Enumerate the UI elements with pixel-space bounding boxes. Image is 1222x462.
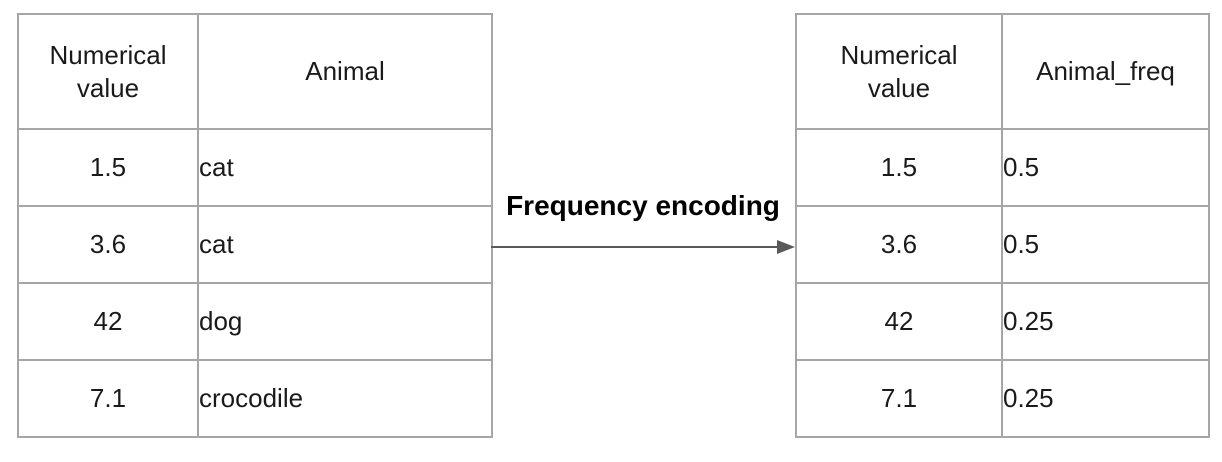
encoded-col-header-animal-freq: Animal_freq	[1001, 13, 1210, 130]
encoded-cell-numerical: 3.6	[795, 205, 1003, 284]
source-table: Numerical value Animal 1.5 cat 3.6 cat 4…	[17, 13, 493, 438]
source-cell-animal: cat	[197, 128, 493, 207]
arrow-label: Frequency encoding	[506, 190, 780, 221]
source-cell-numerical: 42	[17, 282, 199, 361]
encoded-cell-numerical: 7.1	[795, 359, 1003, 438]
source-table-header-row: Numerical value Animal	[17, 13, 493, 130]
table-row: 3.6 0.5	[795, 205, 1210, 284]
flow-arrow: Frequency encoding	[491, 190, 795, 260]
table-row: 7.1 crocodile	[17, 359, 493, 438]
encoded-table-header-row: Numerical value Animal_freq	[795, 13, 1210, 130]
source-col-header-animal: Animal	[197, 13, 493, 130]
encoded-cell-freq: 0.5	[1001, 128, 1210, 207]
encoded-cell-numerical: 42	[795, 282, 1003, 361]
source-cell-numerical: 7.1	[17, 359, 199, 438]
table-row: 7.1 0.25	[795, 359, 1210, 438]
source-cell-numerical: 1.5	[17, 128, 199, 207]
table-row: 42 0.25	[795, 282, 1210, 361]
encoded-cell-freq: 0.5	[1001, 205, 1210, 284]
source-cell-numerical: 3.6	[17, 205, 199, 284]
encoded-cell-numerical: 1.5	[795, 128, 1003, 207]
source-cell-animal: cat	[197, 205, 493, 284]
encoded-table: Numerical value Animal_freq 1.5 0.5 3.6 …	[795, 13, 1210, 438]
arrow-right-icon	[777, 240, 795, 254]
table-row: 3.6 cat	[17, 205, 493, 284]
encoded-cell-freq: 0.25	[1001, 359, 1210, 438]
table-row: 42 dog	[17, 282, 493, 361]
arrow-line	[491, 246, 778, 248]
encoded-col-header-numerical-value: Numerical value	[795, 13, 1003, 130]
source-cell-animal: crocodile	[197, 359, 493, 438]
table-row: 1.5 0.5	[795, 128, 1210, 207]
table-row: 1.5 cat	[17, 128, 493, 207]
source-col-header-numerical-value: Numerical value	[17, 13, 199, 130]
encoded-cell-freq: 0.25	[1001, 282, 1210, 361]
source-cell-animal: dog	[197, 282, 493, 361]
